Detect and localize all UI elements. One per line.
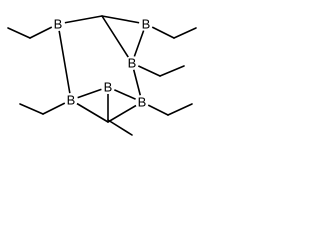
atom-b5: B [101,80,115,95]
atom-label: B [67,93,76,108]
bond [57,23,72,101]
atom-b1: B [51,17,65,32]
atom-b4: B [64,93,78,108]
bond [7,27,31,39]
bond [57,15,103,25]
bond [19,103,44,115]
bond [107,119,133,136]
atom-label: B [128,56,137,71]
atom-b3: B [125,56,139,71]
structure-canvas: B B B B B B [0,0,216,160]
bond [173,27,197,39]
bond [101,15,147,25]
atom-b2: B [139,17,153,32]
atom-b6: B [135,95,149,110]
boron-cage-structure: B B B B B B [7,15,197,136]
atom-label: B [54,17,63,32]
bond [159,65,185,77]
atom-label: B [104,80,113,95]
bond [70,99,109,123]
bond [167,103,193,116]
atom-label: B [138,95,147,110]
bond [101,15,133,64]
atom-label: B [142,17,151,32]
